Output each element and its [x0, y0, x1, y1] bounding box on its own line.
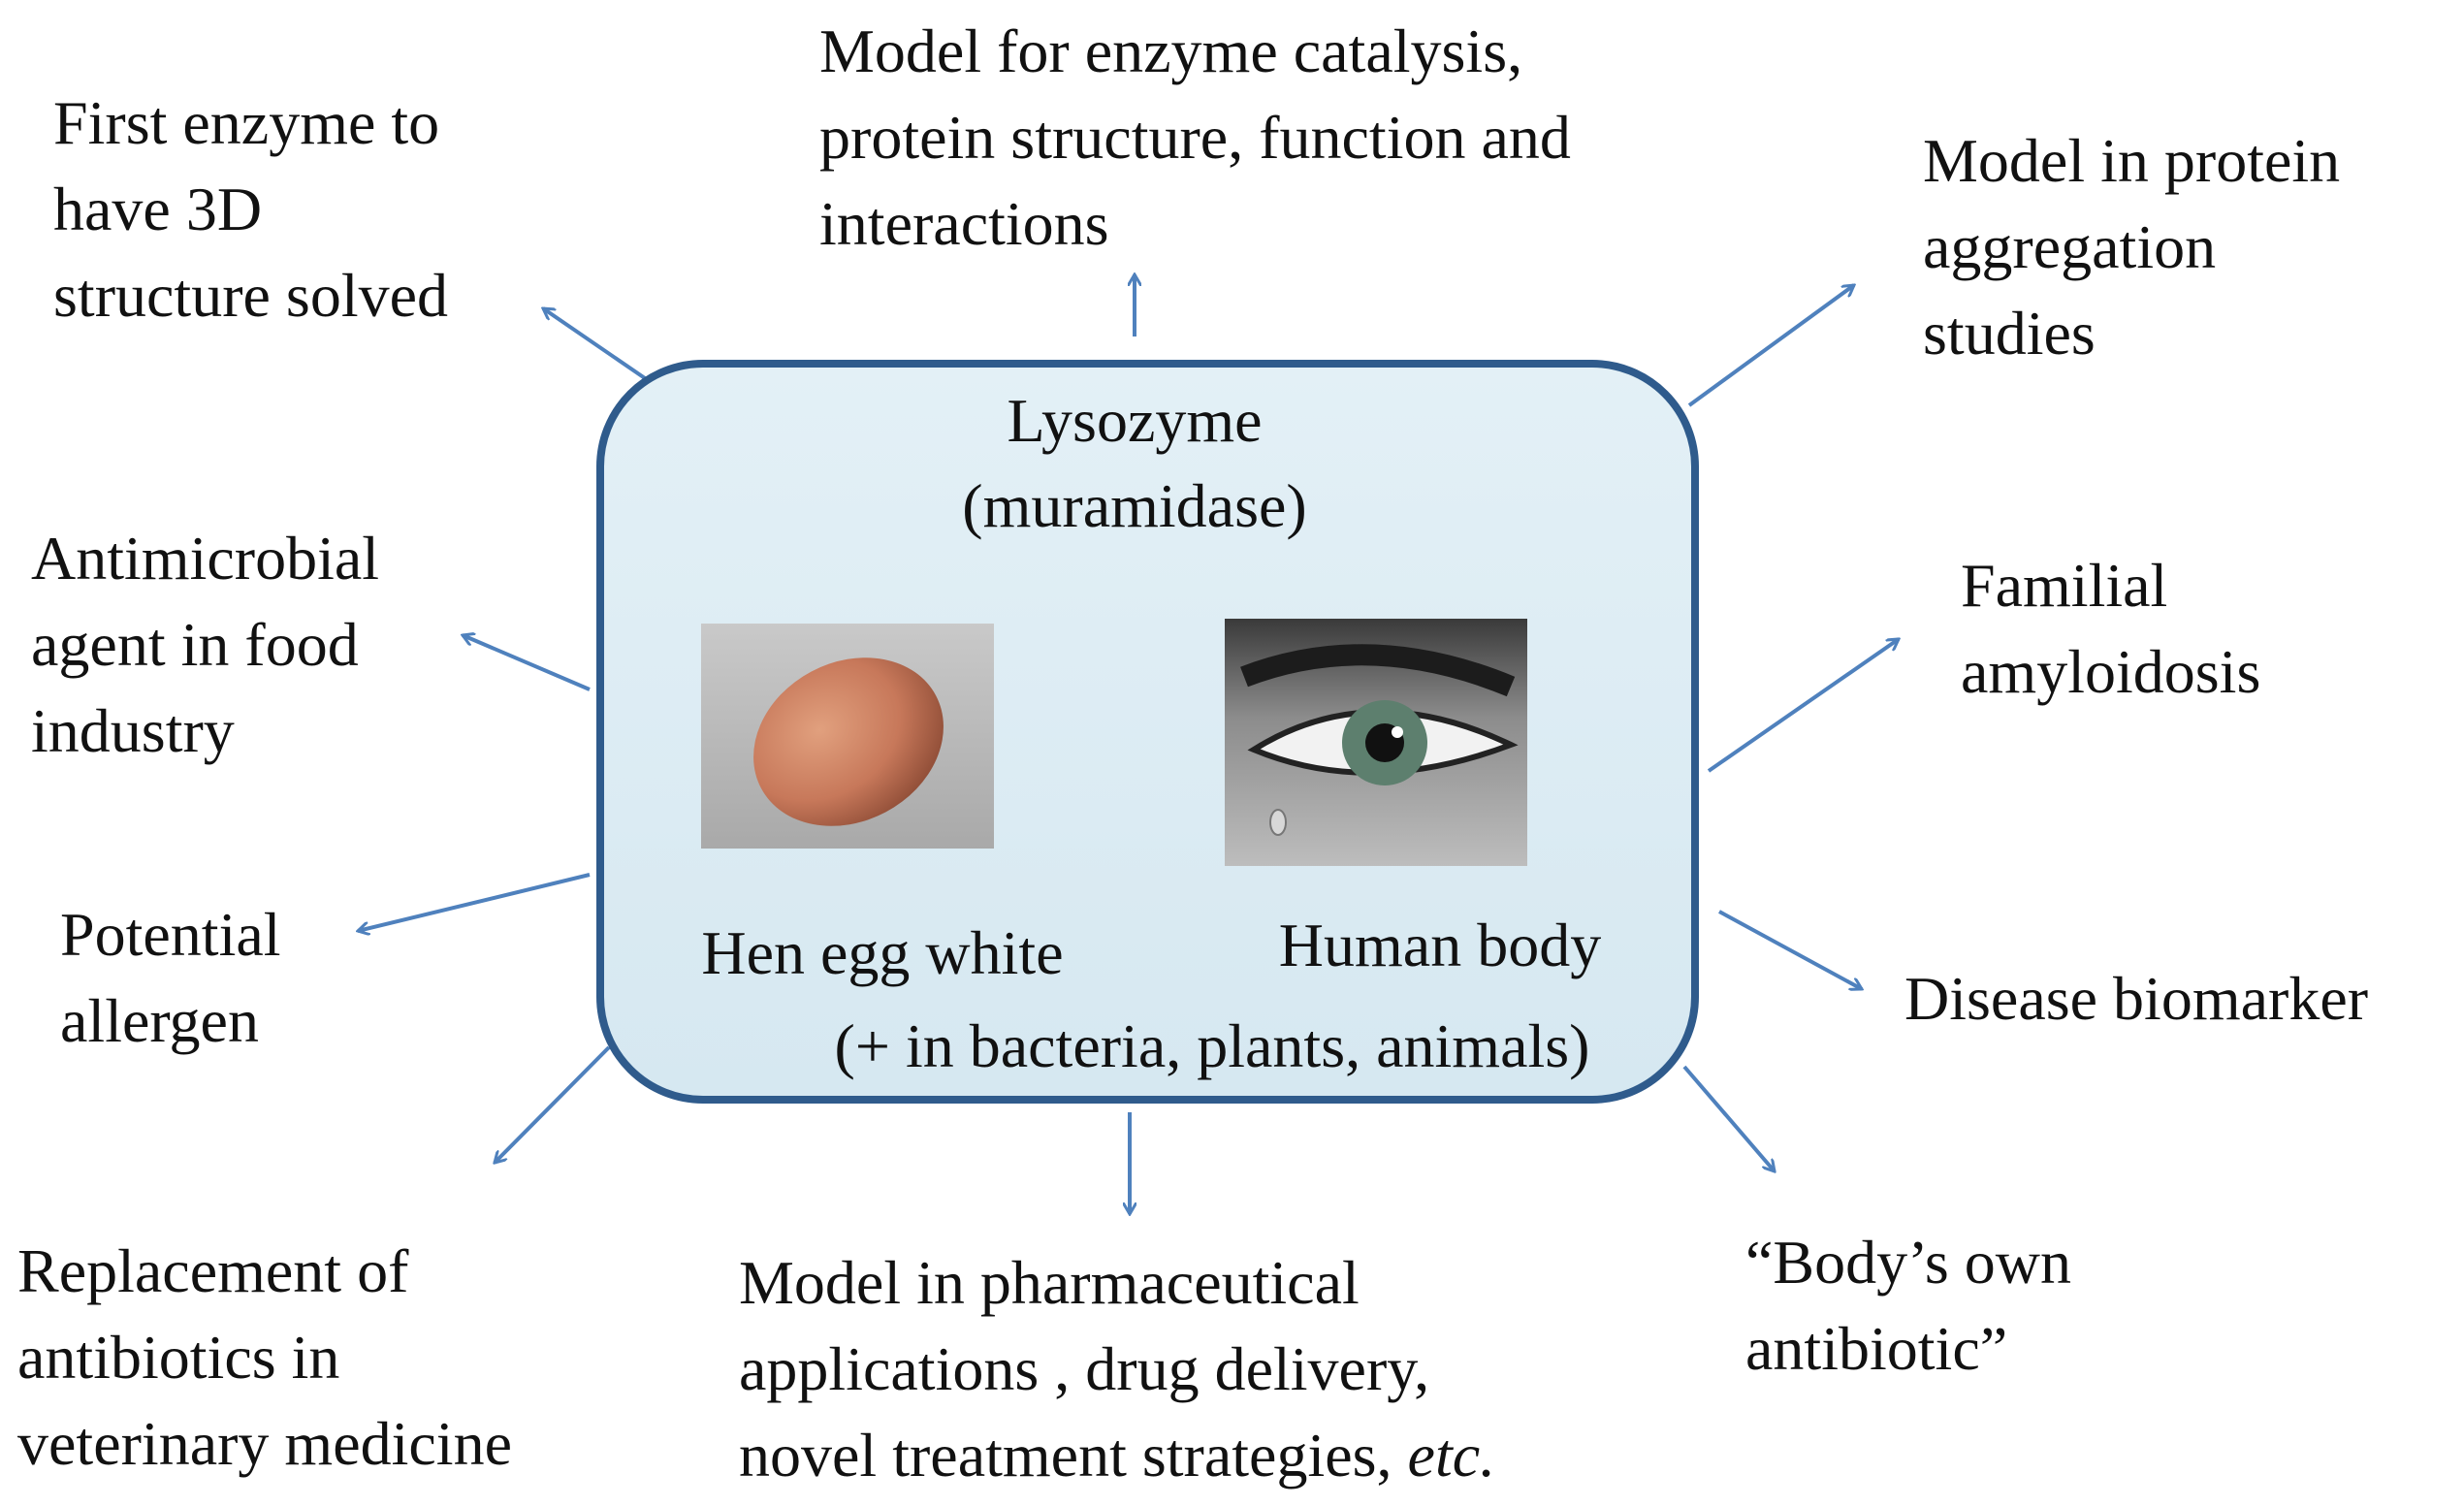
label-protein-aggregation: Model in protein aggregation studies [1923, 126, 2341, 368]
arrow-mid-right [1707, 639, 1899, 773]
label-pharmaceutical-model: Model in pharmaceutical applications , d… [739, 1239, 1495, 1498]
label-familial-amyloidosis: Familial amyloidosis [1961, 551, 2261, 706]
arrow-low-right [1718, 910, 1862, 989]
arrow-bottom-left [495, 1045, 611, 1163]
label-first-3d-structure: First enzyme to have 3D structure solved [53, 88, 448, 330]
eye-photo-icon [1225, 619, 1527, 866]
label-etc: etc. [1407, 1421, 1496, 1490]
source-hen-egg: Hen egg white [701, 918, 1064, 987]
center-subtitle: (muramidase) [962, 471, 1307, 540]
arrow-mid-left [463, 635, 591, 691]
source-human-body: Human body [1278, 911, 1602, 979]
arrow-bottom-right [1682, 1065, 1775, 1171]
label-potential-allergen: Potential allergen [60, 900, 281, 1055]
label-antimicrobial-food: Antimicrobial agent in food industry [31, 524, 380, 765]
label-enzyme-catalysis-model: Model for enzyme catalysis, protein stru… [819, 16, 1571, 258]
label-pharmaceutical-text: Model in pharmaceutical applications , d… [739, 1248, 1430, 1490]
label-bodys-own-antibiotic: “Body’s own antibiotic” [1745, 1228, 2071, 1383]
center-title: Lysozyme [1007, 386, 1263, 455]
egg-photo-icon [701, 624, 994, 849]
arrow-low-left [358, 873, 591, 931]
arrow-top-left [543, 308, 647, 380]
label-disease-biomarker: Disease biomarker [1904, 964, 2369, 1033]
arrow-top-right [1687, 285, 1854, 407]
label-antibiotic-replacement: Replacement of antibiotics in veterinary… [17, 1236, 512, 1478]
source-note: (+ in bacteria, plants, animals) [834, 1011, 1590, 1080]
